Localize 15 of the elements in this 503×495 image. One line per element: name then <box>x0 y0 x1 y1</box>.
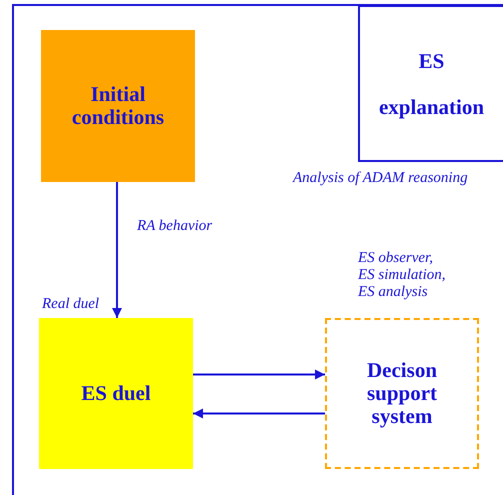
process-box <box>39 318 193 469</box>
arrow <box>193 408 325 418</box>
annotation-text: ES observer, ES simulation, ES analysis <box>358 250 446 301</box>
node-label: Initial conditions <box>70 83 166 129</box>
dashed-box <box>325 318 479 469</box>
process-box <box>41 30 195 182</box>
process-box <box>358 5 503 162</box>
node-label: ES duel <box>80 382 152 405</box>
annotation-text: Real duel <box>42 296 100 313</box>
arrow <box>193 370 325 380</box>
annotation-text: Analysis of ADAM reasoning <box>293 170 468 187</box>
node-label: Decison support system <box>366 359 438 428</box>
edge-label: RA behavior <box>137 218 212 235</box>
arrow <box>112 182 122 318</box>
node-label: ES explanation <box>378 48 486 120</box>
